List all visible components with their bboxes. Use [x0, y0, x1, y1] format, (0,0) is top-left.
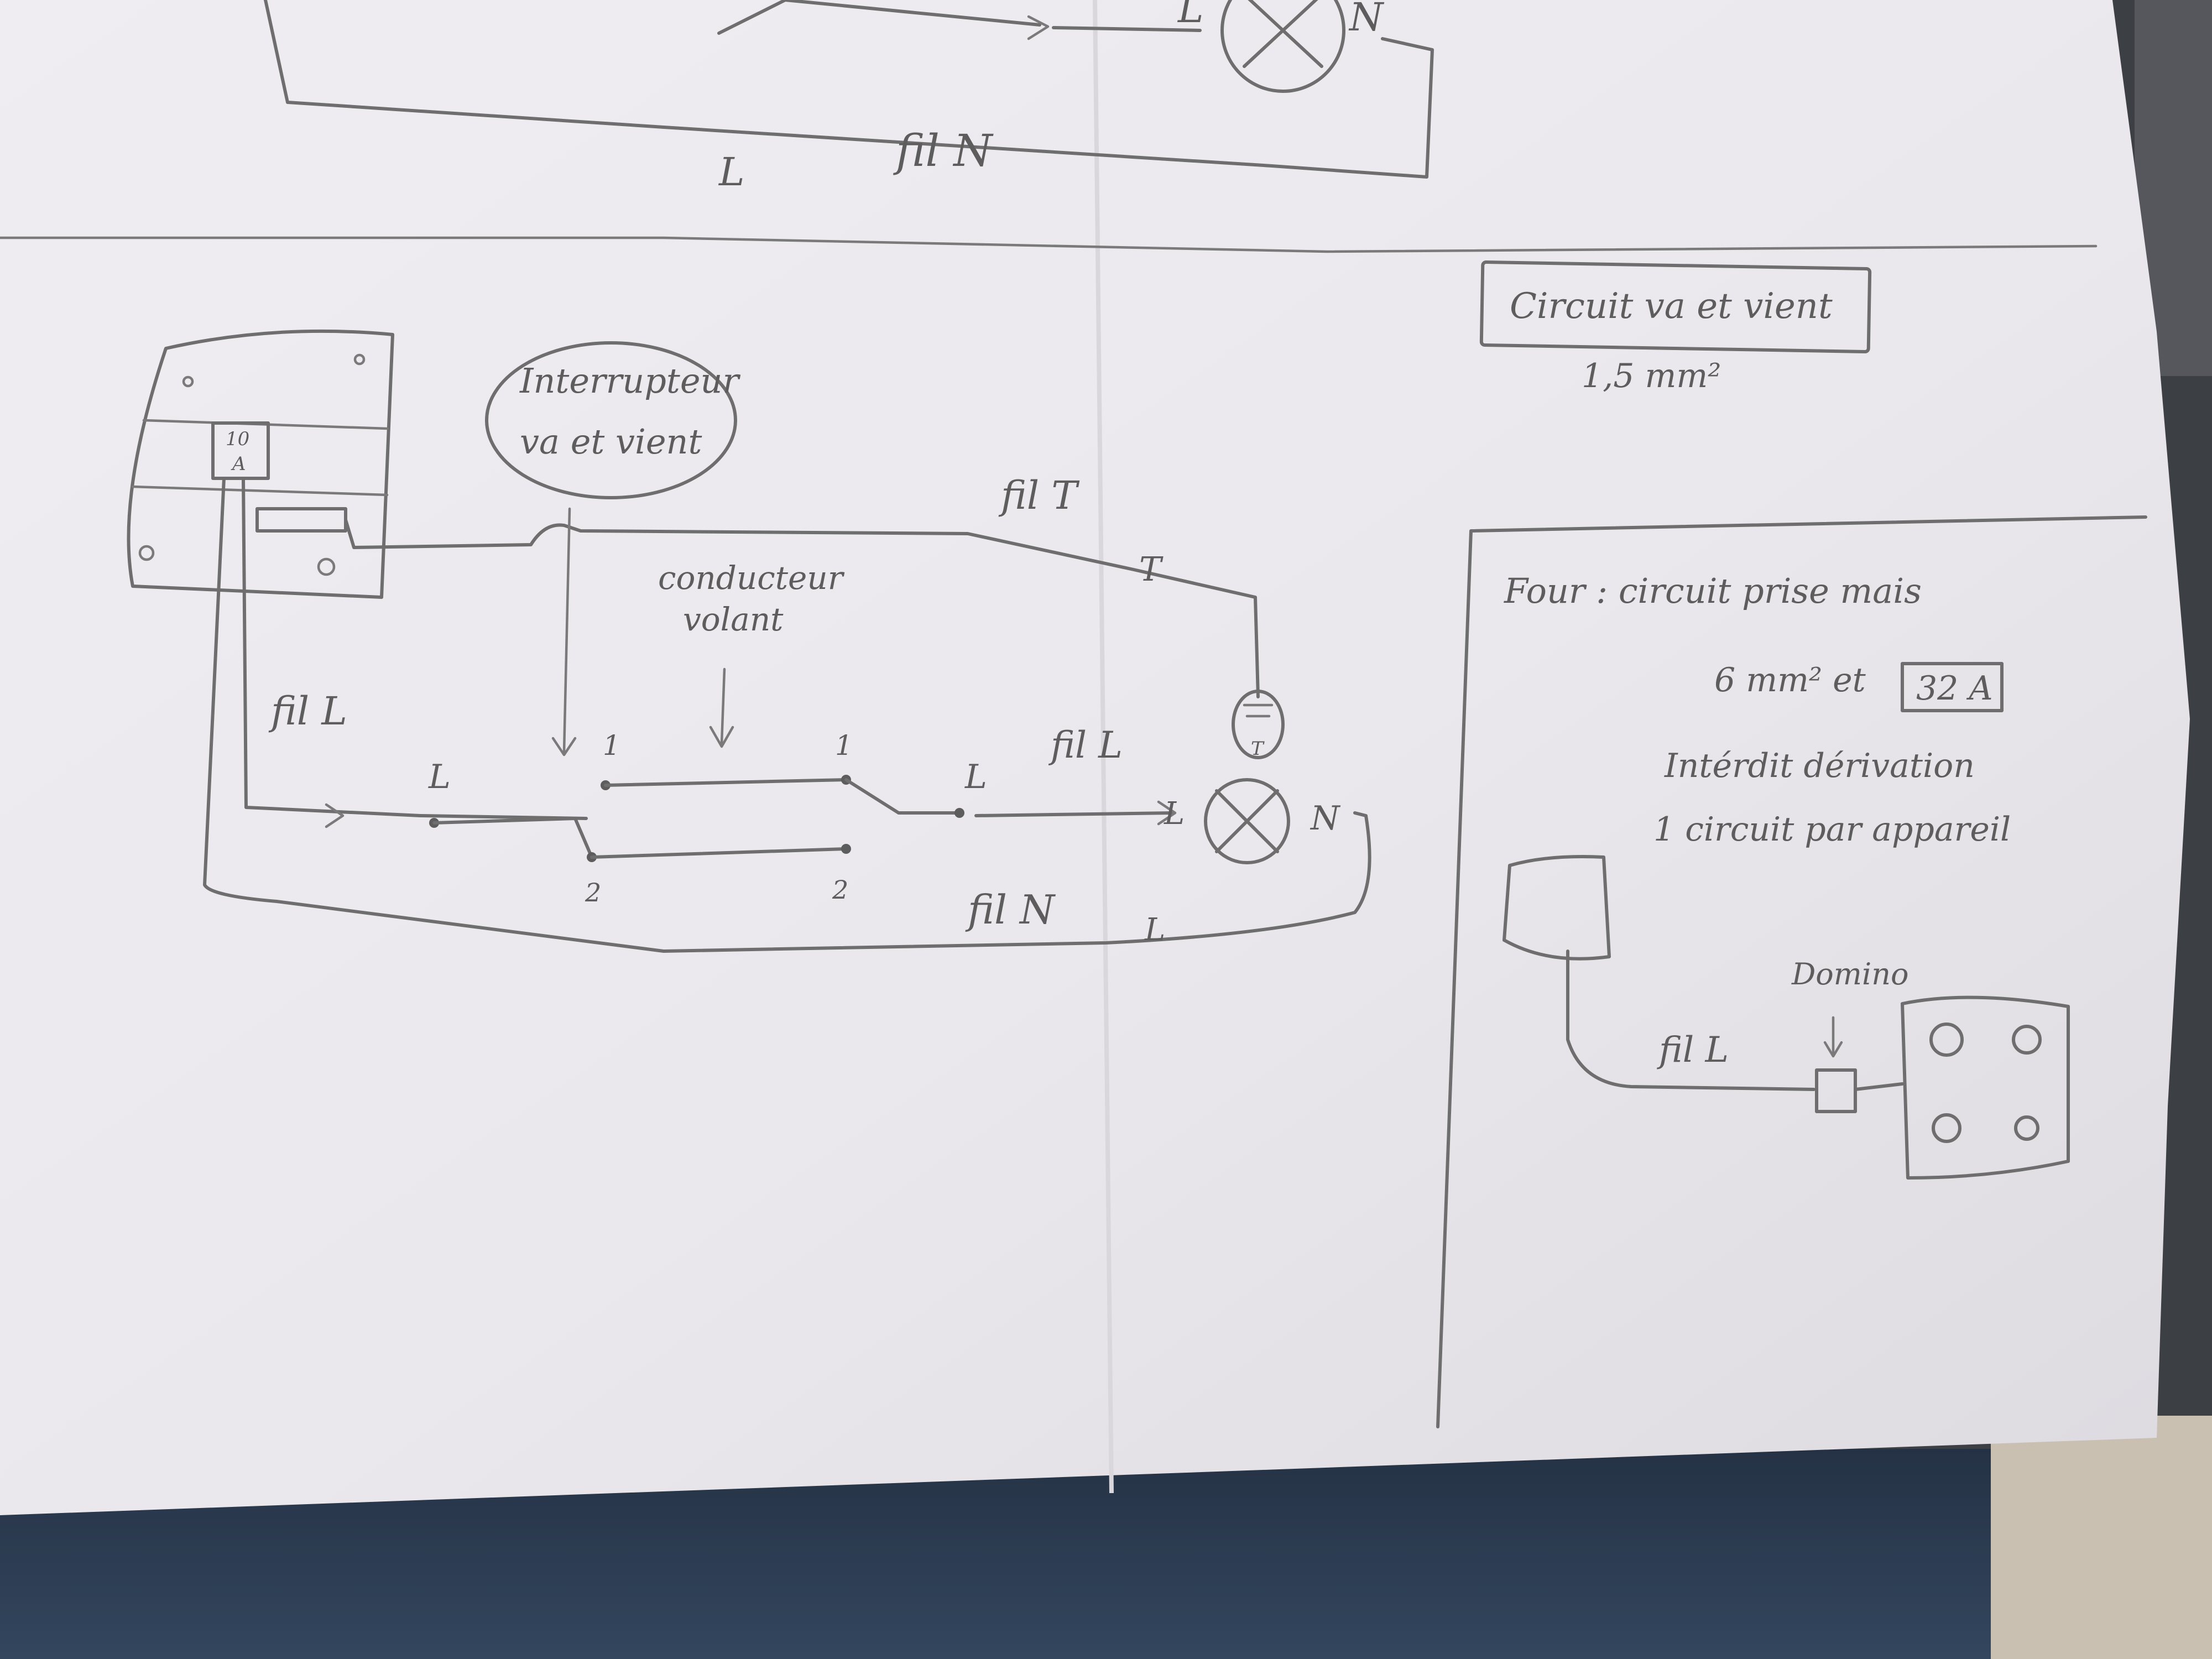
conducteur-label-line1: conducteur [658, 559, 845, 597]
four-line1: Four : circuit prise mais [1504, 571, 1922, 611]
domino-pointer-head [1823, 1041, 1843, 1058]
switch-right-common-terminal [954, 808, 964, 818]
domino-to-outlet-wire [1854, 1082, 1904, 1091]
panel-fil-l-label: fil L [268, 688, 347, 734]
lamp-label-n: N [1310, 799, 1341, 838]
fil-t-label: fil T [998, 473, 1079, 518]
conducteur-pointer [720, 667, 726, 745]
four-line3: Intérdit dérivation [1664, 747, 1975, 785]
switch-right-lever [844, 778, 961, 815]
top-lamp-circle [1220, 0, 1345, 93]
earth-wire [344, 518, 1260, 698]
switch-left-common-label: L [428, 758, 451, 796]
neutral-return-l-label: L [1144, 912, 1165, 948]
panel-breaker-value: 10 [226, 428, 249, 450]
panel-breaker-10a [211, 421, 270, 480]
top-live-wire [717, 0, 1041, 35]
interrupteur-label-line2: va et vient [520, 421, 702, 462]
lamp-cross [1215, 789, 1279, 853]
lamp-fil-l-label: fil L [1048, 724, 1123, 766]
section-divider-line [0, 236, 2098, 253]
switch-left-terminal-1-label: 1 [603, 729, 620, 761]
oven-fil-l-label: fil L [1657, 1030, 1729, 1071]
lamp-live-wire [974, 811, 1174, 817]
cardboard-corner [1991, 1416, 2212, 1659]
conducteur-pointer-head [709, 726, 734, 748]
amperage-box [1901, 662, 2004, 712]
interrupteur-pointer-head [551, 737, 577, 757]
paper-sheet [0, 0, 2190, 1515]
lamp-circle [1204, 778, 1290, 864]
electrical-panel [127, 329, 394, 599]
oven-live-wire [1566, 950, 1815, 1091]
interrupteur-label-line1: Interrupteur [519, 361, 740, 401]
panel-screw [138, 545, 155, 561]
top-fil-n-label: fil N [893, 125, 994, 176]
neutral-fil-n-label: fil N [965, 886, 1056, 933]
domino-label: Domino [1791, 957, 1909, 992]
switch-right-terminal-2 [841, 844, 851, 854]
four-line4: 1 circuit par appareil [1653, 810, 2011, 849]
oven-wiring-sketch [1503, 855, 2070, 1180]
earth-symbol-circle [1232, 690, 1285, 759]
hob-burner [1929, 1022, 1964, 1057]
top-wire-arrow [1027, 15, 1050, 40]
hob-burner [2014, 1115, 2039, 1141]
four-amperage: 32 A [1916, 669, 1993, 708]
top-lamp-cross [1243, 0, 1323, 68]
traveller-wire-1 [604, 778, 848, 787]
panel-outline [127, 329, 394, 599]
top-lamp-feed [1052, 26, 1202, 32]
panel-screw [317, 557, 336, 576]
switch-left-lever [432, 817, 593, 859]
switch-left-terminal-2-label: 2 [585, 878, 601, 907]
oven-hob-outlet [1901, 995, 2070, 1180]
panel-screw [182, 375, 194, 388]
info-box-title: Circuit va et vient [1510, 286, 1833, 327]
lamp-live-arrow [1157, 800, 1177, 826]
top-return-l-label: L [718, 149, 744, 195]
four-section-border [1436, 515, 2147, 1428]
panel-breaker-unit: A [231, 453, 246, 475]
info-box-section: 1,5 mm² [1582, 357, 1721, 395]
interrupteur-pointer [562, 507, 571, 754]
four-line2-prefix: 6 mm² et [1714, 661, 1866, 700]
va-et-vient-info-box [1479, 260, 1872, 353]
live-wire [242, 477, 588, 820]
live-wire-arrow [325, 803, 345, 828]
switch-right-common-label: L [964, 758, 987, 796]
earth-symbol-label: T [1251, 738, 1265, 760]
conducteur-label-line2: volant [683, 601, 784, 638]
switch-right-terminal-1-label: 1 [835, 729, 853, 761]
lamp-label-l: L [1164, 796, 1185, 832]
hob-burner [1932, 1113, 1961, 1143]
earth-symbol-bars [1243, 703, 1274, 718]
neutral-return-wire [203, 477, 1371, 953]
interrupteur-callout-bubble [485, 341, 737, 499]
switch-right-terminal-2-label: 2 [832, 875, 848, 905]
top-return-wire [264, 0, 1434, 179]
oven-junction-box [1503, 855, 1611, 961]
hob-burner [2012, 1025, 2042, 1055]
top-label-l: L [1177, 0, 1203, 32]
top-circuit [264, 0, 1434, 179]
traveller-wire-2 [590, 847, 848, 859]
earth-wire-t-label: T [1139, 550, 1164, 589]
top-label-n: N [1348, 0, 1385, 40]
va-et-vient-wiring [203, 477, 1371, 953]
paper-fold-crease [1093, 0, 1114, 1494]
panel-screw [353, 353, 366, 366]
panel-rail-bottom [131, 485, 389, 497]
